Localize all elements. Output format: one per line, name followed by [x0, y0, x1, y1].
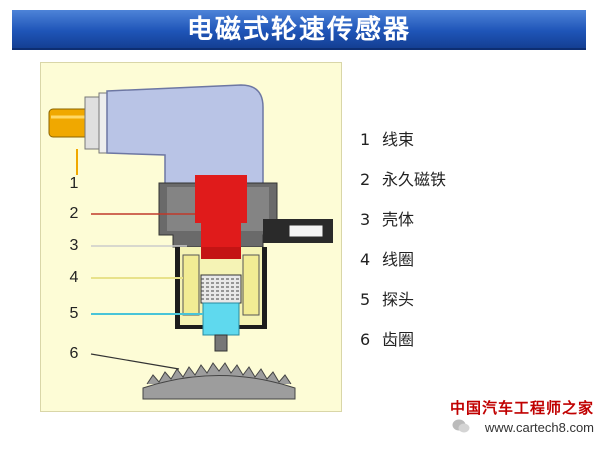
legend-label: 线圈 [382, 250, 415, 269]
callout-3: 3 [69, 237, 79, 254]
callout-lines [76, 149, 203, 370]
page-title: 电磁式轮速传感器 [186, 15, 411, 45]
sensor-body [106, 84, 264, 188]
title-banner: 电磁式轮速传感器 [12, 10, 586, 50]
legend-item: 3 壳体 [360, 206, 446, 229]
legend-number: 2 [360, 170, 371, 189]
permanent-magnet [195, 175, 247, 259]
mounting-bracket [263, 219, 333, 243]
watermark-logo: 中国汽车工程师之家 [449, 399, 594, 417]
legend-label: 壳体 [382, 210, 415, 229]
tooth-ring [142, 362, 296, 400]
legend-label: 探头 [382, 290, 415, 309]
wire-harness [48, 92, 110, 154]
callout-1: 1 [69, 175, 79, 192]
legend-item: 5 探头 [360, 286, 446, 309]
diagram-panel: 1 2 3 4 5 6 [40, 62, 342, 412]
callout-4: 4 [69, 269, 79, 286]
legend-number: 4 [360, 250, 371, 269]
watermark-url: www.cartech8.com [484, 420, 594, 435]
sensor-diagram [48, 84, 333, 400]
callout-5: 5 [69, 305, 79, 322]
legend-label: 线束 [382, 130, 415, 149]
legend-label: 齿圈 [382, 330, 415, 349]
callout-2: 2 [69, 205, 79, 222]
legend-number: 1 [360, 130, 371, 149]
legend-number: 6 [360, 330, 371, 349]
legend-item: 1 线束 [360, 126, 446, 149]
legend-label: 永久磁铁 [382, 170, 447, 189]
legend-item: 6 齿圈 [360, 326, 446, 349]
legend: 1 线束 2 永久磁铁 3 壳体 4 线圈 5 探头 6 齿圈 [360, 126, 446, 366]
callout-6: 6 [69, 345, 79, 362]
legend-number: 3 [360, 210, 371, 229]
legend-item: 2 永久磁铁 [360, 166, 447, 189]
wechat-icon [452, 419, 470, 433]
probe-tip [202, 302, 240, 352]
legend-number: 5 [360, 290, 371, 309]
coil-windings [200, 274, 242, 304]
legend-item: 4 线圈 [360, 246, 446, 269]
